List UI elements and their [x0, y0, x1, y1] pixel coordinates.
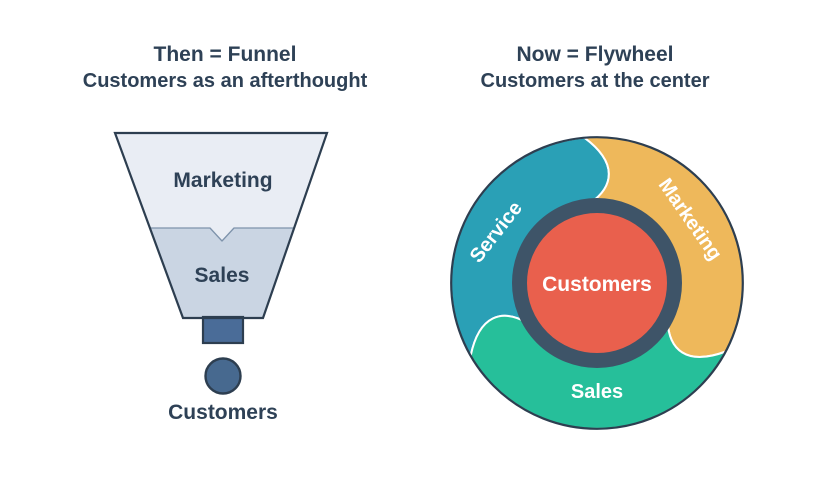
- funnel-title: Then = Funnel: [153, 43, 297, 66]
- funnel-subtitle: Customers as an afterthought: [82, 70, 368, 93]
- funnel-customers-dot: [204, 357, 242, 395]
- funnel-spout: [201, 315, 245, 345]
- flywheel-heading: Now = Flywheel Customers at the center: [425, 41, 765, 95]
- flywheel-customers-label: Customers: [542, 273, 652, 296]
- flywheel-sales-label: Sales: [571, 381, 623, 403]
- flywheel-subtitle: Customers at the center: [480, 70, 710, 93]
- flywheel-diagram: Service Marketing Sales Customers: [450, 136, 744, 430]
- funnel-heading: Then = Funnel Customers as an afterthoug…: [50, 41, 400, 95]
- funnel-diagram: Marketing Sales Customers: [113, 131, 329, 424]
- funnel-sales-section: [150, 228, 294, 318]
- funnel-marketing-label: Marketing: [173, 169, 272, 192]
- flywheel-hub: [512, 198, 682, 368]
- funnel-sales-label: Sales: [195, 264, 250, 287]
- funnel-customers-label: Customers: [168, 401, 278, 424]
- flywheel-title: Now = Flywheel: [516, 43, 674, 66]
- funnel-divider-notch: [150, 227, 294, 242]
- flywheel-outer-outline: [450, 136, 744, 430]
- funnel-outline: [113, 131, 329, 320]
